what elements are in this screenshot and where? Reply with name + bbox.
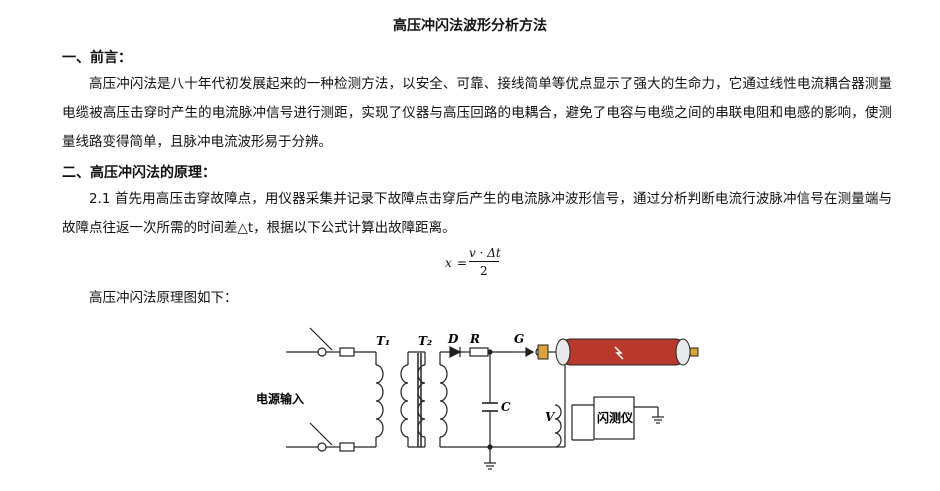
formula-equals: = [457,256,468,270]
t1-primary-coil [375,364,384,438]
formula-denominator: 2 [480,264,488,278]
formula-lhs: x [445,256,452,270]
document-title: 高压冲闪法波形分析方法 [393,18,547,34]
cable-terminal-right [689,347,699,357]
formula-fraction-bar [469,261,499,262]
label-c: C [501,400,511,414]
input-terminal-top [317,347,327,357]
label-g: G [514,332,524,346]
resistor-symbol [469,347,489,357]
diode-symbol [449,346,462,358]
input-terminal-bottom [317,442,327,452]
label-power-input: 电源输入 [256,391,304,406]
label-t2: T₂ [418,334,432,348]
fault-spark-icon [614,346,624,360]
switch-bottom [309,422,333,446]
label-v: V [545,410,556,424]
principle-paragraph: 2.1 首先用高压击穿故障点，用仪器采集并记录下故障点击穿后产生的电流脉冲波形信… [62,191,892,236]
circuit-diagram: T₁ T₂ D R G C V 电源输入 闪测仪 [256,327,699,470]
label-r: R [469,332,480,346]
current-coupler-coil [554,404,562,448]
t1-secondary-coil [400,364,409,438]
section-heading-principle: 二、高压冲闪法的原理： [62,165,216,181]
cable-terminal-left [537,344,549,360]
preface-paragraph: 高压冲闪法是八十年代初发展起来的一种检测方法，以安全、可靠、接线简单等优点显示了… [62,76,892,150]
fuse-top [339,347,355,357]
switch-top [309,327,333,351]
label-d: D [447,332,459,346]
formula-numerator: v · Δt [469,246,501,260]
diagram-intro-text: 高压冲闪法原理图如下： [89,290,238,306]
t2-secondary-coil [439,364,448,438]
spark-gap [525,346,535,358]
label-t1: T₁ [376,334,390,348]
fuse-bottom [339,442,355,452]
section-heading-preface: 一、前言： [62,50,132,66]
cable-body [557,338,689,366]
cable-end-right [675,338,691,366]
label-flash-tester: 闪测仪 [597,410,634,425]
flash-tester-box [593,396,635,440]
cable-end-left [555,338,571,366]
